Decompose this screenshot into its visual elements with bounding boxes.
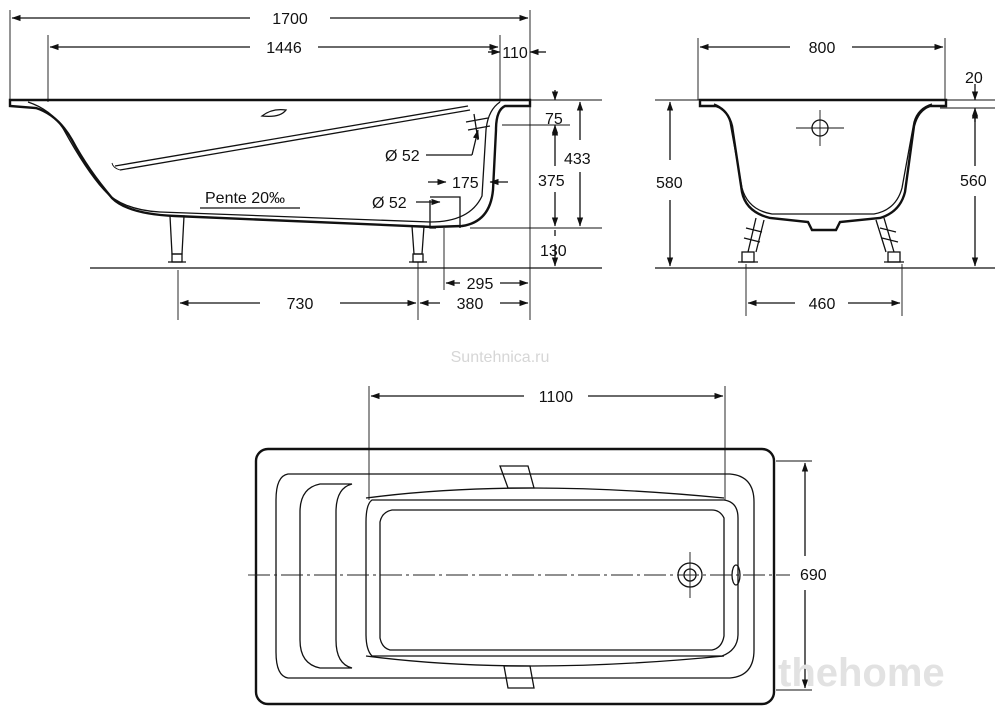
end-view: 800 20 580 560 460	[655, 38, 995, 316]
dim-end-foot-spacing: 460	[809, 296, 836, 313]
dim-rim-height: 75	[545, 111, 563, 128]
watermark-brand: thehome	[778, 651, 945, 695]
dim-foot-height: 130	[540, 243, 567, 260]
dim-drain-offset: 175	[452, 175, 479, 192]
top-view: 1100 690	[248, 386, 827, 706]
tub-side-outline	[8, 98, 532, 229]
dim-drain-diameter: Ø 52	[372, 195, 407, 212]
slope-label: Pente 20‰	[205, 190, 285, 207]
dim-end-rim: 20	[965, 70, 983, 87]
watermark-site: Suntehnica.ru	[451, 349, 550, 366]
dim-drain-to-end: 295	[467, 276, 494, 293]
dim-length-inner: 1446	[266, 40, 302, 57]
dim-top-width: 690	[800, 567, 827, 584]
dim-overflow-diameter: Ø 52	[385, 148, 420, 165]
dim-end-total-height: 580	[656, 175, 683, 192]
side-view: 1700 1446 110 75 433 375 130 Ø 52 175	[8, 10, 602, 320]
dim-drain-height: 433	[564, 151, 591, 168]
tub-end-outline	[698, 98, 948, 232]
dim-top-inner-length: 1100	[539, 389, 574, 406]
tub-top-outline	[254, 447, 776, 706]
dim-rim-right: 110	[502, 45, 528, 62]
bottom-handle	[503, 665, 535, 689]
dim-foot-spacing: 730	[287, 296, 314, 313]
top-handle	[499, 465, 535, 489]
dim-end-width: 800	[809, 40, 836, 57]
dim-length-total: 1700	[272, 11, 308, 28]
dim-foot-to-end: 380	[457, 296, 484, 313]
dim-end-inner-height: 560	[960, 173, 987, 190]
dim-overflow-height: 375	[538, 173, 565, 190]
